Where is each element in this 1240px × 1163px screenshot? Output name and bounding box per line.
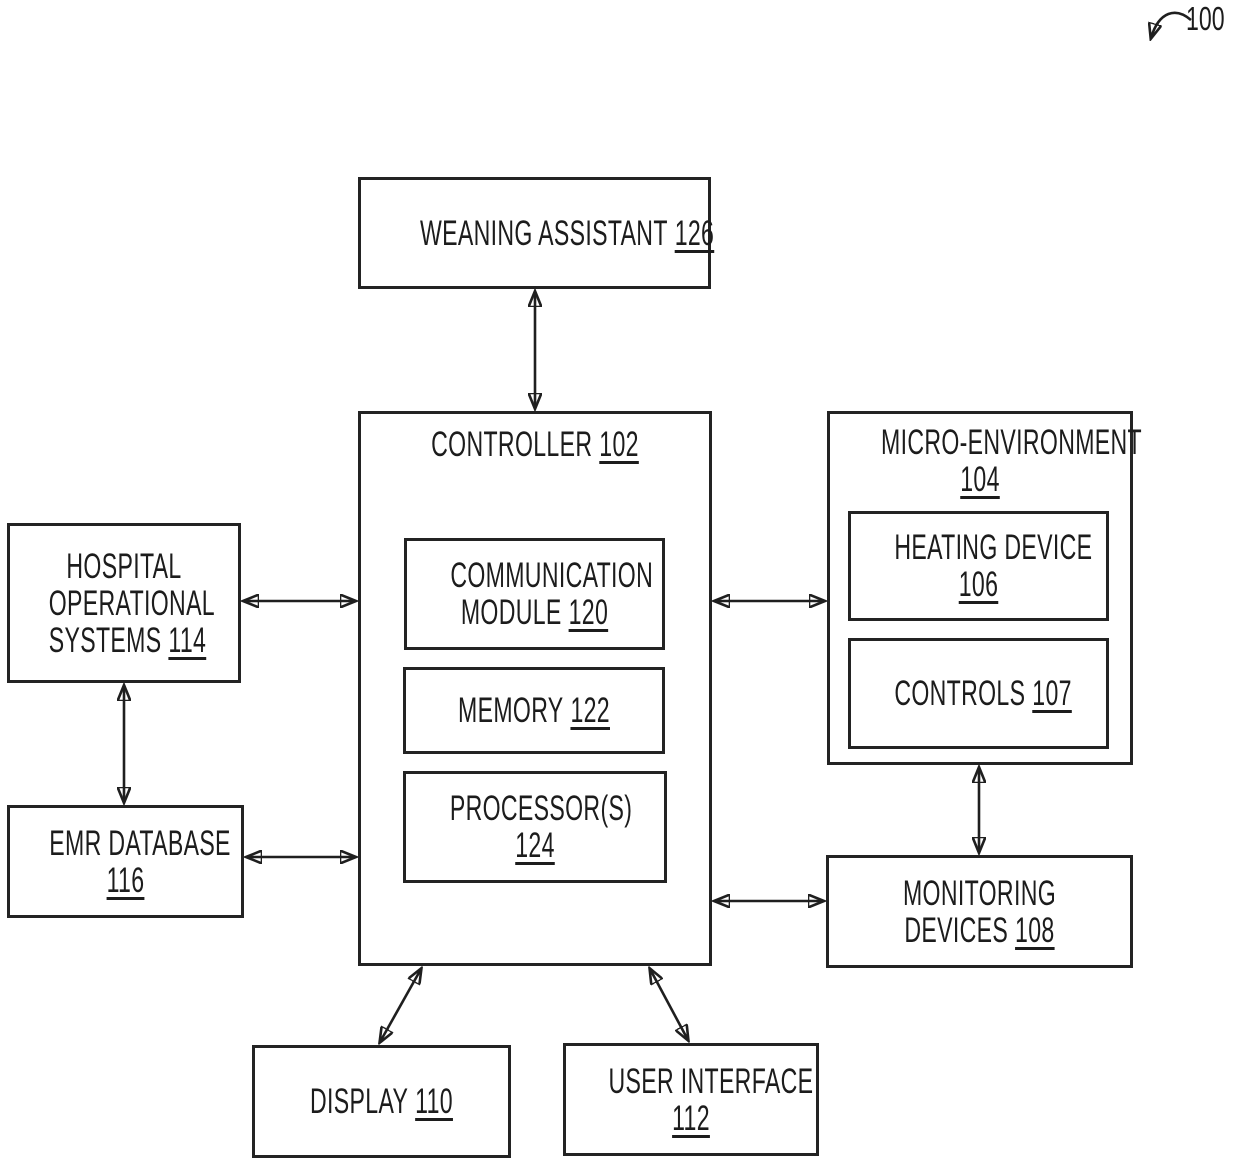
box-user-interface: USER INTERFACE 112: [563, 1043, 819, 1156]
box-micro-environment-label: MICRO-ENVIRONMENT 104: [881, 423, 1142, 499]
arrow-controller-user-interface: [650, 969, 688, 1040]
box-heating-device-label: HEATING DEVICE 106: [894, 528, 1093, 604]
arrow-controller-display: [380, 969, 421, 1042]
figure-reference-arrow: [1151, 11, 1192, 38]
box-emr-database-label: EMR DATABASE 116: [49, 823, 231, 900]
box-user-interface-label: USER INTERFACE 112: [608, 1061, 814, 1138]
box-processors: PROCESSOR(S) 124: [403, 771, 667, 883]
figure-reference-label: 100: [1186, 0, 1225, 37]
box-processors-label: PROCESSOR(S) 124: [449, 789, 633, 865]
box-emr-database: EMR DATABASE 116: [7, 805, 244, 918]
box-micro-environment: MICRO-ENVIRONMENT 104 HEATING DEVICE 106…: [827, 411, 1142, 765]
box-heating-device: HEATING DEVICE 106: [848, 511, 1109, 621]
